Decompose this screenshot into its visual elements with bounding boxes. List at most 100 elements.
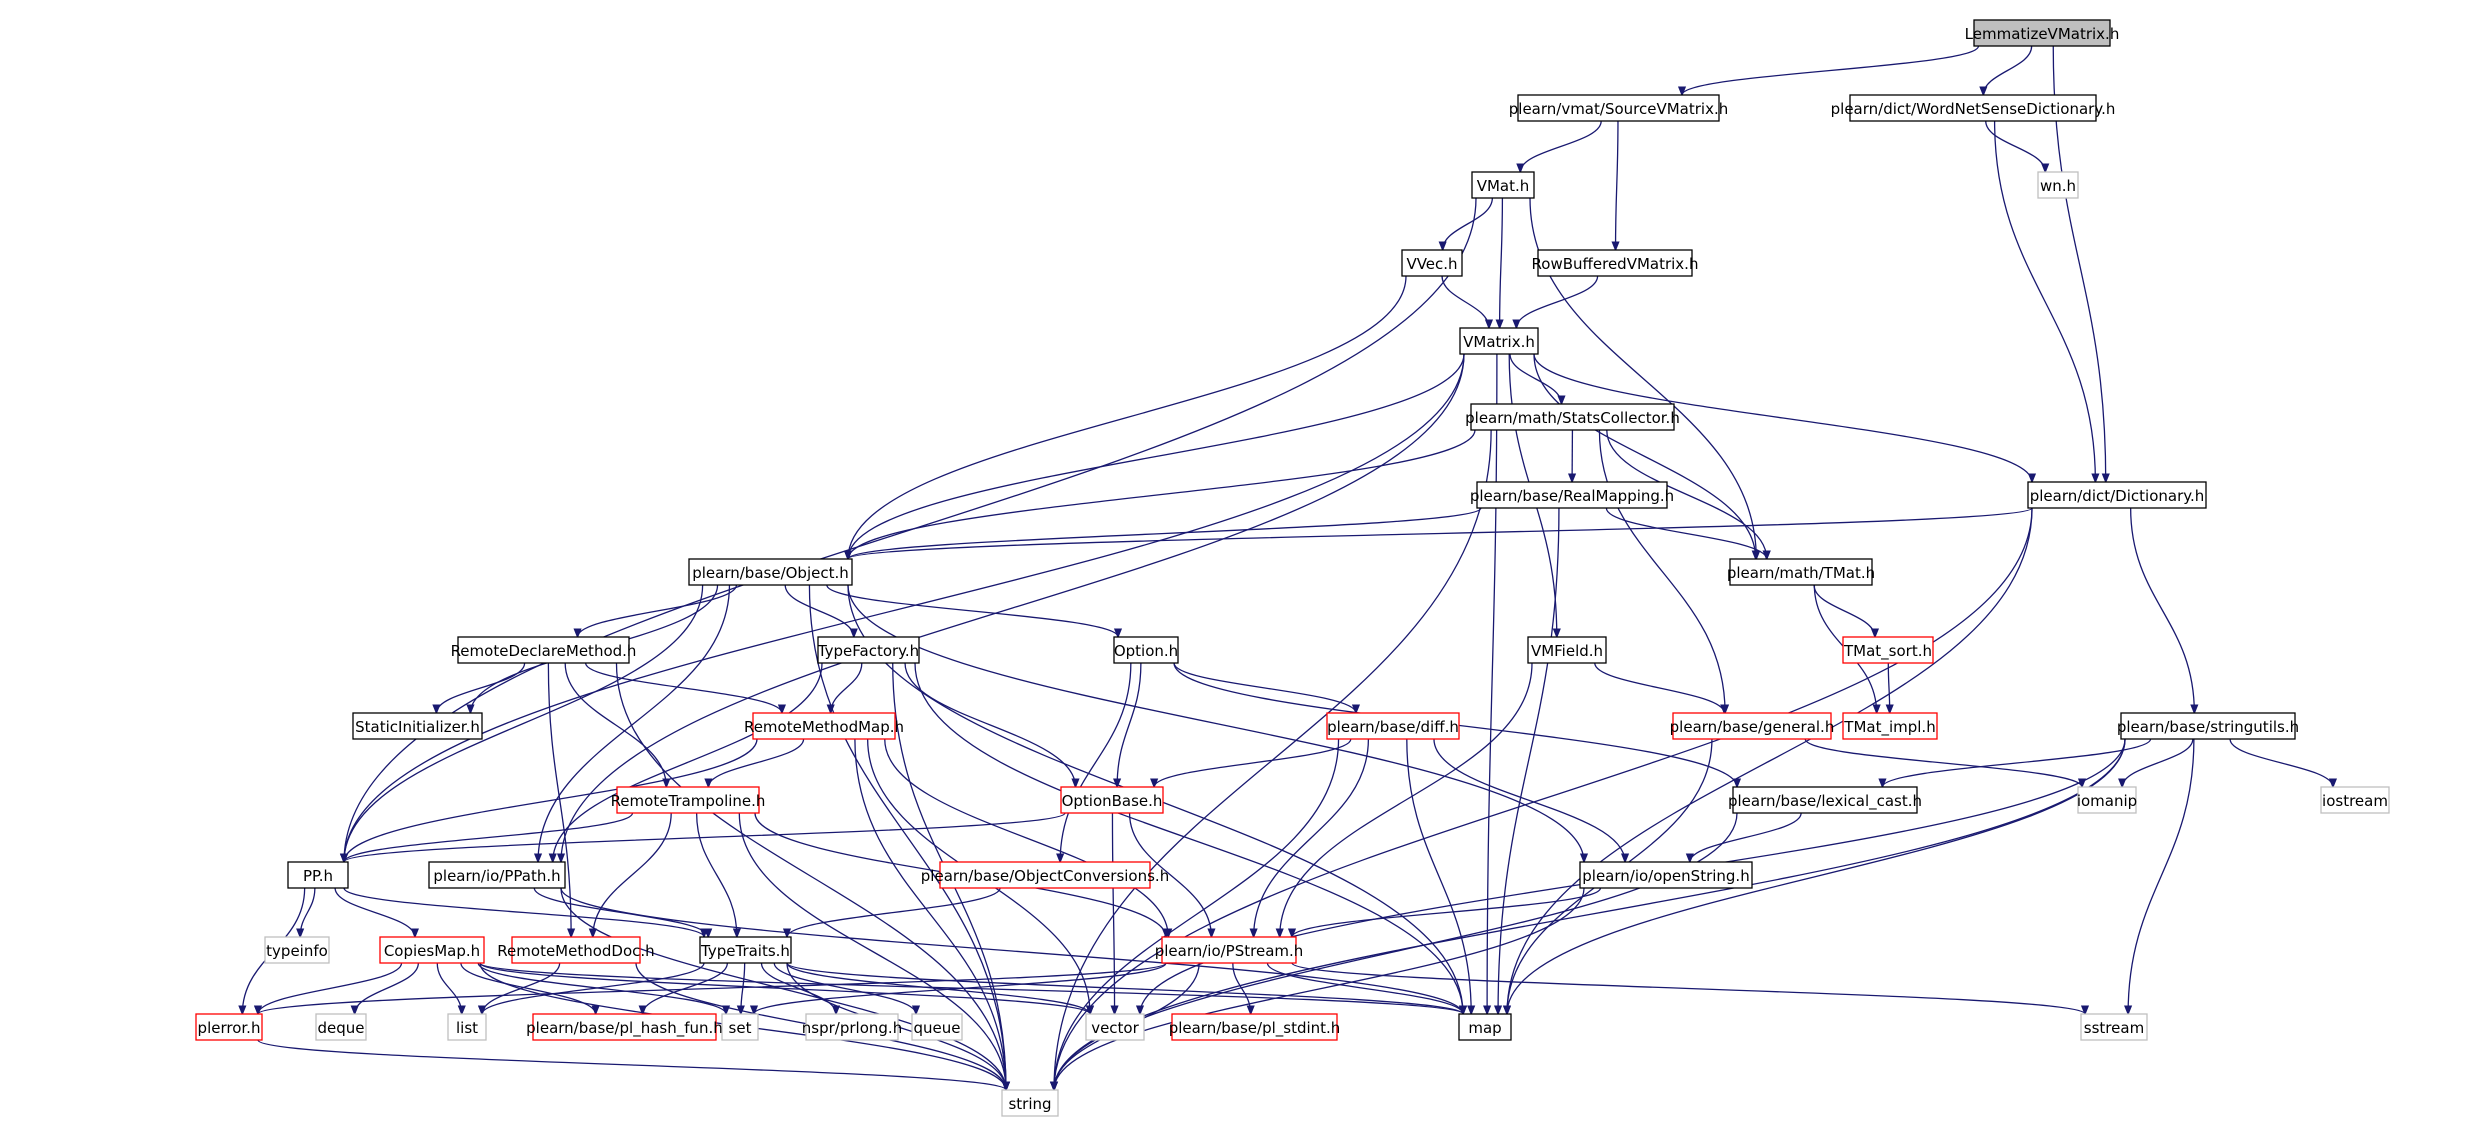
edge-copiesmap-to-plerror <box>258 962 403 1014</box>
node-realmap[interactable]: plearn/base/RealMapping.h <box>1470 481 1674 509</box>
node-label-tmatsort: TMat_sort.h <box>1843 642 1932 661</box>
node-staticinit[interactable]: StaticInitializer.h <box>352 712 483 740</box>
node-tmatsort[interactable]: TMat_sort.h <box>1842 636 1934 664</box>
node-label-general: plearn/base/general.h <box>1670 718 1835 736</box>
node-label-iomanip: iomanip <box>2077 792 2137 810</box>
node-box-set <box>721 1013 759 1041</box>
edge-vmfield-to-general <box>1594 662 1725 713</box>
node-plstdint[interactable]: plearn/base/pl_stdint.h <box>1169 1013 1341 1041</box>
edge-typetraits-to-list <box>482 962 705 1014</box>
node-general[interactable]: plearn/base/general.h <box>1670 712 1835 740</box>
node-label-plerror: plerror.h <box>198 1019 261 1037</box>
node-box-remotetramp <box>616 786 760 814</box>
node-label-remotedecl: RemoteDeclareMethod.h <box>451 642 637 660</box>
node-dictionary[interactable]: plearn/dict/Dictionary.h <box>2027 481 2207 509</box>
node-remotedecl[interactable]: RemoteDeclareMethod.h <box>451 636 637 664</box>
node-box-diff <box>1326 712 1460 740</box>
node-label-object: plearn/base/Object.h <box>692 564 849 582</box>
node-box-remotemethodmap <box>752 712 896 740</box>
node-plerror[interactable]: plerror.h <box>195 1013 263 1041</box>
node-box-queue <box>911 1013 963 1041</box>
edge-object-to-pp <box>344 584 704 862</box>
node-box-vector <box>1085 1013 1145 1041</box>
node-box-lemmatize <box>1973 19 2111 47</box>
node-label-queue: queue <box>914 1019 961 1037</box>
edge-realmap-to-object <box>848 507 1482 560</box>
node-rowbuf[interactable]: RowBufferedVMatrix.h <box>1532 249 1699 277</box>
node-copiesmap[interactable]: CopiesMap.h <box>379 936 485 964</box>
node-box-rowbuf <box>1537 249 1693 277</box>
node-remotetramp[interactable]: RemoteTrampoline.h <box>611 786 766 814</box>
edge-stats-to-tmat <box>1606 429 1767 559</box>
edge-stats-to-object <box>848 429 1476 559</box>
node-label-copiesmap: CopiesMap.h <box>384 942 480 960</box>
edge-vmat-to-vvec <box>1443 197 1493 250</box>
edge-object-to-option <box>826 584 1118 637</box>
edge-diff-to-map <box>1406 738 1471 1014</box>
node-box-pstream <box>1161 936 1297 964</box>
node-wordnet[interactable]: plearn/dict/WordNetSenseDictionary.h <box>1831 94 2116 122</box>
node-label-objconv: plearn/base/ObjectConversions.h <box>921 867 1169 885</box>
node-box-ppath <box>428 861 566 889</box>
edge-remotemethodmap-to-remotetramp <box>708 738 805 787</box>
node-tmatimpl[interactable]: TMat_impl.h <box>1842 712 1938 740</box>
node-lexicalcast[interactable]: plearn/base/lexical_cast.h <box>1728 786 1922 814</box>
node-vvec[interactable]: VVec.h <box>1401 249 1463 277</box>
node-sourcevm[interactable]: plearn/vmat/SourceVMatrix.h <box>1509 94 1728 122</box>
edge-optionbase-to-pp <box>344 812 1066 862</box>
edge-pp-to-typeinfo <box>300 887 316 937</box>
node-remotemethoddoc[interactable]: RemoteMethodDoc.h <box>497 936 655 964</box>
edge-typetraits-to-vector <box>786 962 1090 1014</box>
node-optionbase[interactable]: OptionBase.h <box>1060 786 1164 814</box>
node-plhashfun[interactable]: plearn/base/pl_hash_fun.h <box>526 1013 723 1041</box>
node-map[interactable]: map <box>1458 1013 1512 1041</box>
edge-pstream-to-sstream <box>1291 962 2085 1014</box>
node-label-pp: PP.h <box>303 867 333 885</box>
edge-stringutils-to-iomanip <box>2122 738 2194 787</box>
node-typetraits[interactable]: TypeTraits.h <box>699 936 792 964</box>
edge-tmat-to-tmatsort <box>1813 584 1875 637</box>
node-label-nsprprlong: nspr/prlong.h <box>802 1019 902 1037</box>
node-box-object <box>688 558 853 586</box>
node-box-sstream <box>2080 1013 2148 1041</box>
node-pp[interactable]: PP.h <box>287 861 349 889</box>
edge-typefactory-to-remotemethodmap <box>831 662 863 713</box>
node-stringutils[interactable]: plearn/base/stringutils.h <box>2117 712 2299 740</box>
node-vmfield[interactable]: VMField.h <box>1527 636 1607 664</box>
node-box-openstring <box>1579 861 1753 889</box>
edge-dictionary-to-string <box>1054 507 2033 1090</box>
node-box-tmatimpl <box>1842 712 1938 740</box>
node-vmatrix[interactable]: VMatrix.h <box>1459 327 1539 355</box>
edge-copiesmap-to-set <box>477 962 726 1014</box>
node-object[interactable]: plearn/base/Object.h <box>688 558 853 586</box>
edge-lemmatize-to-wordnet <box>1983 45 2033 95</box>
node-vmat[interactable]: VMat.h <box>1471 171 1535 199</box>
node-objconv[interactable]: plearn/base/ObjectConversions.h <box>921 861 1169 889</box>
edge-vmat-to-vmatrix <box>1500 197 1503 328</box>
edge-pp-to-copiesmap <box>334 887 415 937</box>
node-openstring[interactable]: plearn/io/openString.h <box>1579 861 1753 889</box>
node-typefactory[interactable]: TypeFactory.h <box>817 636 920 664</box>
node-nsprprlong: nspr/prlong.h <box>802 1013 902 1041</box>
node-option[interactable]: Option.h <box>1113 636 1179 664</box>
edge-remotetramp-to-pp <box>344 812 634 862</box>
node-box-plerror <box>195 1013 263 1041</box>
edge-stringutils-to-iostream <box>2229 738 2333 787</box>
node-box-staticinit <box>352 712 483 740</box>
edge-realmap-to-map <box>1498 507 1560 1014</box>
node-deque: deque <box>315 1013 367 1041</box>
edge-stringutils-to-sstream <box>2128 738 2195 1014</box>
node-pstream[interactable]: plearn/io/PStream.h <box>1155 936 1304 964</box>
node-label-vmat: VMat.h <box>1477 177 1530 195</box>
node-remotemethodmap[interactable]: RemoteMethodMap.h <box>744 712 904 740</box>
node-tmat[interactable]: plearn/math/TMat.h <box>1727 558 1875 586</box>
edge-vmatrix-to-map <box>1487 353 1498 1014</box>
node-ppath[interactable]: plearn/io/PPath.h <box>428 861 566 889</box>
node-box-dictionary <box>2027 481 2207 509</box>
node-stats[interactable]: plearn/math/StatsCollector.h <box>1465 403 1680 431</box>
edge-object-to-ppath <box>538 584 731 862</box>
edge-vmatrix-to-stats <box>1509 353 1561 404</box>
edge-remotemethodmap-to-pstream <box>884 738 1169 937</box>
node-diff[interactable]: plearn/base/diff.h <box>1326 712 1460 740</box>
edge-wordnet-to-wn <box>1985 120 2046 172</box>
